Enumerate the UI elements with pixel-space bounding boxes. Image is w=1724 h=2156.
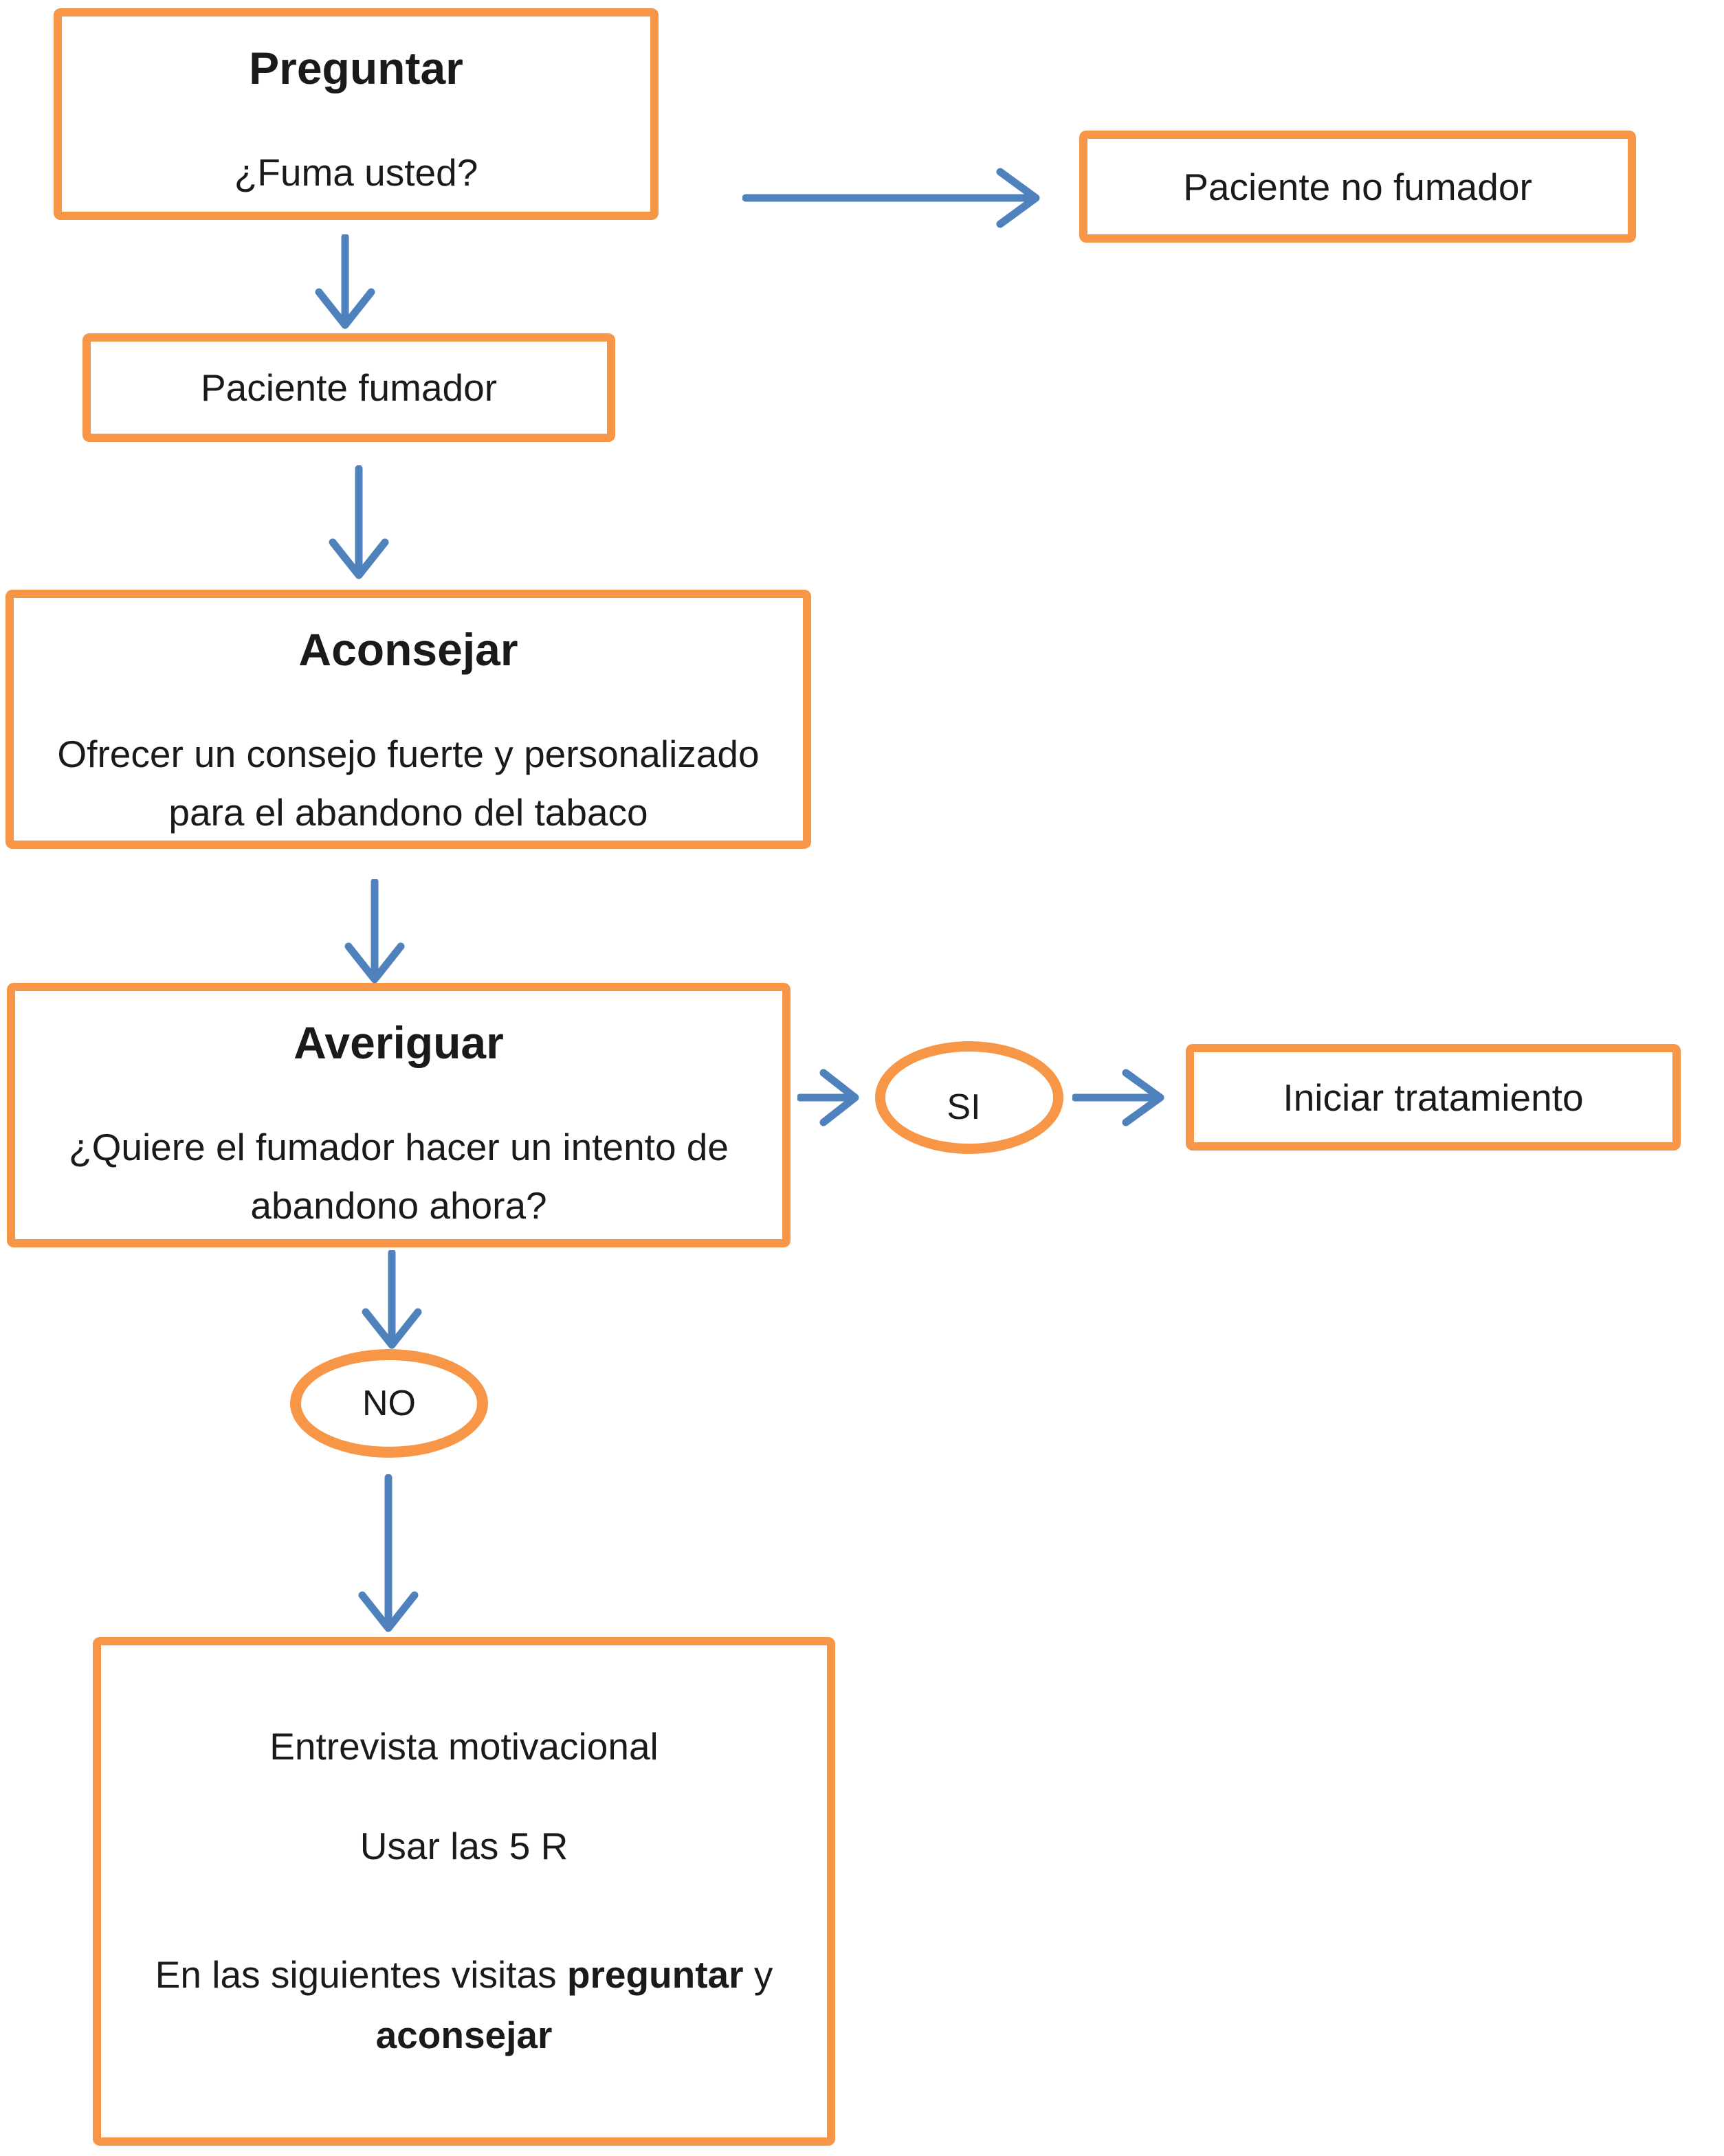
arrow-aconsejar-to-averiguar [335, 879, 414, 986]
arrow-preguntar-to-paciente-fumador [306, 234, 384, 329]
entrevista-line1: Entrevista motivacional [269, 1725, 659, 1768]
decision-si-label: SI [947, 1087, 981, 1127]
arrow-paciente-fumador-to-aconsejar [320, 465, 398, 582]
decision-no-label: NO [362, 1383, 416, 1423]
node-preguntar-body: ¿Fuma usted? [234, 151, 478, 194]
decision-no-ellipse: NO [290, 1349, 488, 1458]
node-aconsejar-body: Ofrecer un consejo fuerte y personalizad… [27, 725, 789, 842]
node-averiguar-body-line2: abandono ahora? [250, 1184, 547, 1227]
node-preguntar: Preguntar ¿Fuma usted? [54, 8, 659, 220]
arrow-no-to-entrevista [349, 1474, 428, 1635]
node-iniciar-tratamiento: Iniciar tratamiento [1186, 1044, 1681, 1151]
arrow-averiguar-to-si [797, 1058, 861, 1137]
node-paciente-no-fumador: Paciente no fumador [1079, 131, 1636, 243]
node-aconsejar-title: Aconsejar [298, 624, 518, 675]
arrow-averiguar-to-no [353, 1250, 431, 1351]
node-entrevista-content: Entrevista motivacional Usar las 5 R En … [101, 1645, 827, 2137]
entrevista-line3-bold: preguntar [566, 1953, 744, 1996]
entrevista-line3: En las siguientes visitas preguntar y ac… [155, 1944, 773, 2065]
node-entrevista-motivacional: Entrevista motivacional Usar las 5 R En … [93, 1637, 835, 2146]
entrevista-line3-prefix: En las siguientes visitas [155, 1953, 567, 1996]
entrevista-line2: Usar las 5 R [360, 1825, 568, 1867]
arrow-si-to-iniciar-tratamiento [1072, 1058, 1166, 1137]
node-averiguar-body-line1: ¿Quiere el fumador hacer un intento de [68, 1126, 729, 1168]
node-preguntar-title: Preguntar [249, 43, 463, 93]
node-aconsejar-body-line1: Ofrecer un consejo fuerte y personalizad… [57, 733, 760, 775]
entrevista-line4-bold: aconsejar [375, 2014, 553, 2056]
node-averiguar-body: ¿Quiere el fumador hacer un intento de a… [29, 1118, 769, 1235]
node-paciente-no-fumador-label: Paciente no fumador [1183, 165, 1532, 208]
node-paciente-fumador-label: Paciente fumador [200, 366, 498, 409]
node-averiguar-title: Averiguar [294, 1017, 504, 1068]
arrow-preguntar-to-paciente-no-fumador [742, 159, 1052, 237]
node-paciente-fumador: Paciente fumador [82, 333, 615, 442]
node-aconsejar: Aconsejar Ofrecer un consejo fuerte y pe… [5, 590, 811, 849]
node-averiguar: Averiguar ¿Quiere el fumador hacer un in… [7, 983, 791, 1247]
node-iniciar-tratamiento-label: Iniciar tratamiento [1283, 1076, 1584, 1119]
node-aconsejar-body-line2: para el abandono del tabaco [168, 791, 648, 834]
entrevista-line3-suffix: y [743, 1953, 773, 1996]
decision-si-ellipse: SI [875, 1041, 1063, 1154]
